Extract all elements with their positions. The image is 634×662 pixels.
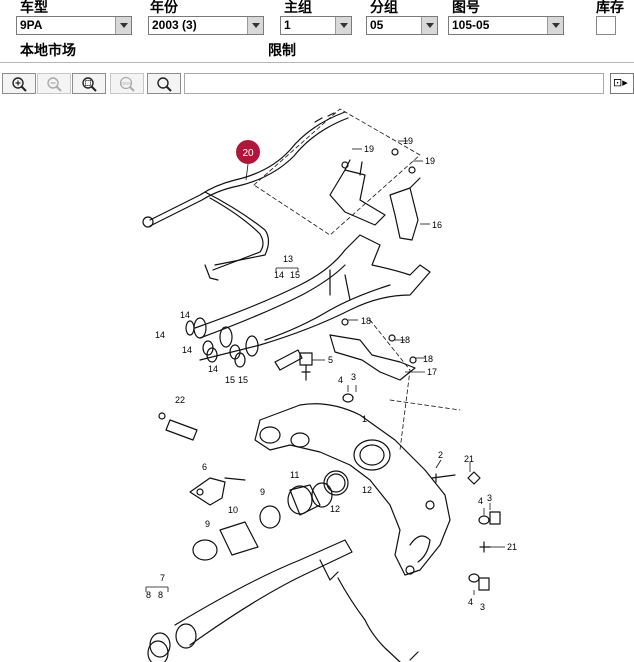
callout-15[interactable]: 15 xyxy=(225,375,235,385)
diagram-no-select-value: 105-05 xyxy=(452,18,490,32)
callout-14[interactable]: 14 xyxy=(155,330,165,340)
highlight-callout-marker xyxy=(236,140,260,164)
callout-14[interactable]: 14 xyxy=(274,270,284,280)
main-group-select[interactable]: 1 xyxy=(280,16,352,35)
callout-4[interactable]: 4 xyxy=(468,597,473,607)
callout-14[interactable]: 14 xyxy=(208,364,218,374)
callout-19[interactable]: 19 xyxy=(364,144,374,154)
callout-6[interactable]: 6 xyxy=(202,462,207,472)
main-group-select-value: 1 xyxy=(284,18,291,32)
header-labels: 车型 年份 主组 分组 图号 库存 xyxy=(0,0,634,16)
callout-21[interactable]: 21 xyxy=(507,542,517,552)
callout-8[interactable]: 8 xyxy=(146,590,151,600)
callout-22[interactable]: 22 xyxy=(175,395,185,405)
main-group-label: 主组 xyxy=(284,0,312,15)
callout-18[interactable]: 18 xyxy=(423,354,433,364)
expand-right-icon: ⊡▸ xyxy=(613,77,628,89)
local-market-label: 本地市场 xyxy=(20,42,76,58)
toolbar-field[interactable] xyxy=(184,73,604,94)
zoom-100-button[interactable]: 100% xyxy=(110,73,144,94)
callout-18[interactable]: 18 xyxy=(361,316,371,326)
callout-9[interactable]: 9 xyxy=(205,519,210,529)
callout-12[interactable]: 12 xyxy=(330,504,340,514)
expand-right-button[interactable]: ⊡▸ xyxy=(610,73,634,94)
model-select[interactable]: 9PA xyxy=(16,16,132,35)
stock-checkbox[interactable] xyxy=(596,16,616,35)
callout-19[interactable]: 19 xyxy=(403,136,413,146)
callout-15[interactable]: 15 xyxy=(290,270,300,280)
callout-16[interactable]: 16 xyxy=(432,220,442,230)
callout-3[interactable]: 3 xyxy=(487,493,492,503)
chevron-down-icon[interactable] xyxy=(335,17,351,34)
callout-17[interactable]: 17 xyxy=(427,367,437,377)
callout-1[interactable]: 1 xyxy=(362,414,367,424)
callout-13[interactable]: 13 xyxy=(283,254,293,264)
sub-group-label: 分组 xyxy=(370,0,398,15)
search-icon xyxy=(157,77,172,92)
callout-9[interactable]: 9 xyxy=(260,487,265,497)
model-label: 车型 xyxy=(20,0,48,15)
callout-15[interactable]: 15 xyxy=(238,375,248,385)
callout-18[interactable]: 18 xyxy=(400,335,410,345)
callout-4[interactable]: 4 xyxy=(478,496,483,506)
zoom-in-icon xyxy=(12,77,27,92)
callout-11[interactable]: 11 xyxy=(290,470,299,480)
chevron-down-icon[interactable] xyxy=(421,17,437,34)
callout-10[interactable]: 10 xyxy=(228,505,238,515)
search-button[interactable] xyxy=(147,73,181,94)
callout-21[interactable]: 21 xyxy=(464,454,474,464)
chevron-down-icon[interactable] xyxy=(115,17,131,34)
chevron-down-icon[interactable] xyxy=(547,17,563,34)
zoom-out-button[interactable] xyxy=(37,73,71,94)
diagram-no-select[interactable]: 105-05 xyxy=(448,16,564,35)
restriction-label: 限制 xyxy=(268,42,296,58)
sub-group-select-value: 05 xyxy=(370,18,384,32)
zoom-100-icon: 100% xyxy=(119,76,135,92)
callout-3[interactable]: 3 xyxy=(351,372,356,382)
callout-14[interactable]: 14 xyxy=(182,345,192,355)
svg-text:100%: 100% xyxy=(120,81,132,86)
callout-7[interactable]: 7 xyxy=(160,573,165,583)
callout-20[interactable]: 20 xyxy=(242,148,254,159)
zoom-fit-button[interactable] xyxy=(72,73,106,94)
zoom-fit-icon xyxy=(82,77,97,92)
callout-14[interactable]: 14 xyxy=(180,310,190,320)
callout-3[interactable]: 3 xyxy=(480,602,485,612)
year-select[interactable]: 2003 (3) xyxy=(148,16,264,35)
callout-8[interactable]: 8 xyxy=(158,590,163,600)
callout-19[interactable]: 19 xyxy=(425,156,435,166)
model-select-value: 9PA xyxy=(20,18,43,32)
sub-group-select[interactable]: 05 xyxy=(366,16,438,35)
zoom-in-button[interactable] xyxy=(2,73,36,94)
diagram-no-label: 图号 xyxy=(452,0,480,15)
year-select-value: 2003 (3) xyxy=(152,18,197,32)
callout-5[interactable]: 5 xyxy=(328,355,333,365)
callout-2[interactable]: 2 xyxy=(438,450,443,460)
callout-12[interactable]: 12 xyxy=(362,485,372,495)
year-label: 年份 xyxy=(150,0,178,15)
zoom-out-icon xyxy=(47,77,62,92)
chevron-down-icon[interactable] xyxy=(247,17,263,34)
header-divider xyxy=(0,62,634,63)
stock-label: 库存 xyxy=(596,0,624,15)
callout-4[interactable]: 4 xyxy=(338,375,343,385)
parts-diagram[interactable]: 20 19 19 19 16 13 15 14 14 14 14 14 15 1… xyxy=(0,100,634,662)
